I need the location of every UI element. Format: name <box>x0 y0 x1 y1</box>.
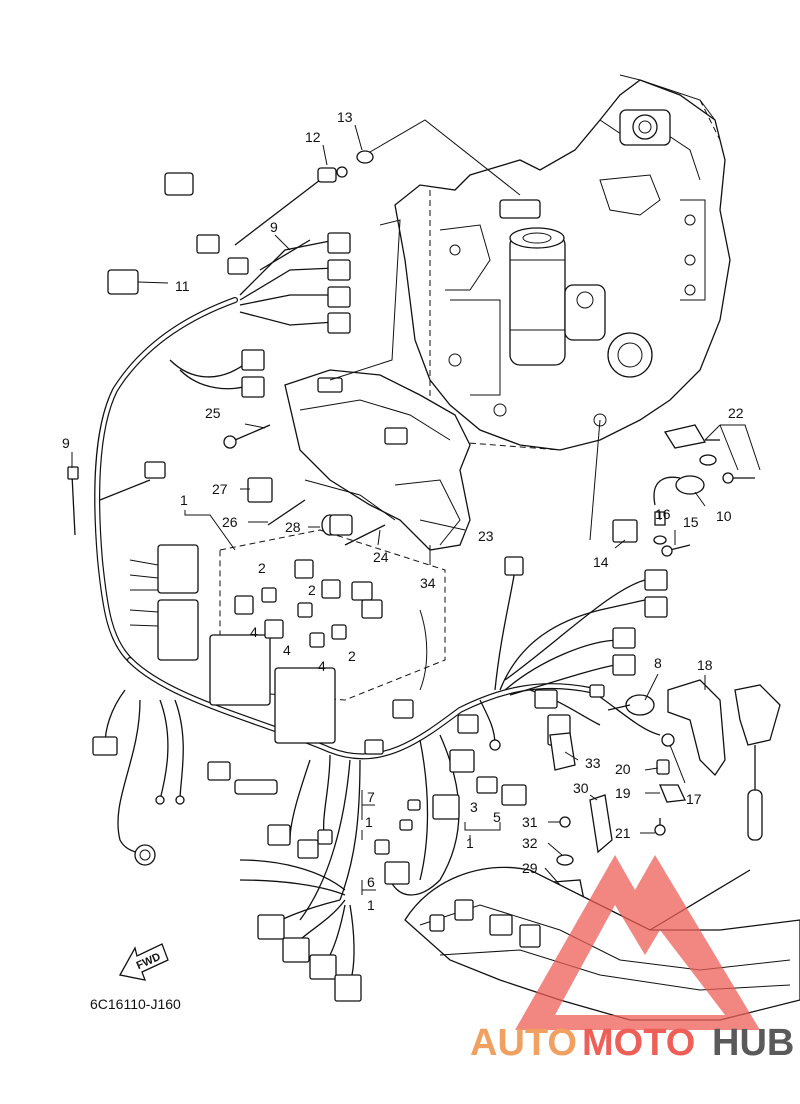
label-28: 28 <box>285 519 301 535</box>
label-25: 25 <box>205 405 221 421</box>
label-32: 32 <box>522 835 538 851</box>
label-34: 34 <box>420 575 436 591</box>
label-2-a: 2 <box>258 560 266 576</box>
label-31: 31 <box>522 814 538 830</box>
label-2-c: 2 <box>348 648 356 664</box>
label-18: 18 <box>697 657 713 673</box>
label-3: 3 <box>470 799 478 815</box>
label-26: 26 <box>222 514 238 530</box>
watermark-text-moto: MOTO <box>582 1022 695 1064</box>
label-16: 16 <box>655 506 671 522</box>
label-22: 22 <box>728 405 744 421</box>
label-19: 19 <box>615 785 631 801</box>
label-1-box: 1 <box>180 492 188 508</box>
electrical-box <box>129 529 446 744</box>
label-6: 6 <box>367 874 375 890</box>
leader-lines <box>71 119 761 895</box>
label-4-b: 4 <box>283 642 291 658</box>
label-7: 7 <box>367 789 375 805</box>
label-27: 27 <box>212 481 228 497</box>
label-23: 23 <box>478 528 494 544</box>
label-4-c: 4 <box>318 658 326 674</box>
label-5: 5 <box>493 809 501 825</box>
label-2-b: 2 <box>308 582 316 598</box>
label-29: 29 <box>522 860 538 876</box>
label-14: 14 <box>593 554 609 570</box>
watermark-text-auto: AUTO <box>470 1022 577 1064</box>
label-1-c: 1 <box>466 835 474 851</box>
label-13: 13 <box>337 109 353 125</box>
forward-arrow <box>118 943 169 981</box>
watermark-triangle <box>515 855 760 1030</box>
label-20: 20 <box>615 761 631 777</box>
electrical-bracket <box>284 369 471 551</box>
small-parts <box>67 150 781 911</box>
label-8: 8 <box>654 655 662 671</box>
engine-block <box>394 74 731 451</box>
label-12: 12 <box>305 129 321 145</box>
label-17: 17 <box>686 791 702 807</box>
label-1-b: 1 <box>367 897 375 913</box>
label-1-a: 1 <box>365 814 373 830</box>
watermark-logo <box>515 855 760 1030</box>
label-9-upper: 9 <box>270 219 278 235</box>
label-30: 30 <box>573 780 589 796</box>
label-9-left: 9 <box>62 435 70 451</box>
diagram-code: 6C16110-J160 <box>90 996 181 1012</box>
label-21: 21 <box>615 825 631 841</box>
label-11: 11 <box>175 278 190 294</box>
label-15: 15 <box>683 514 699 530</box>
label-24: 24 <box>373 549 389 565</box>
part-labels: 11 12 13 9 9 25 27 26 28 24 23 34 1 2 2 … <box>62 109 744 913</box>
connectors <box>92 172 668 1002</box>
label-4-a: 4 <box>250 624 258 640</box>
label-33: 33 <box>585 755 601 771</box>
label-10: 10 <box>716 508 732 524</box>
watermark-text-hub: HUB <box>712 1022 794 1064</box>
